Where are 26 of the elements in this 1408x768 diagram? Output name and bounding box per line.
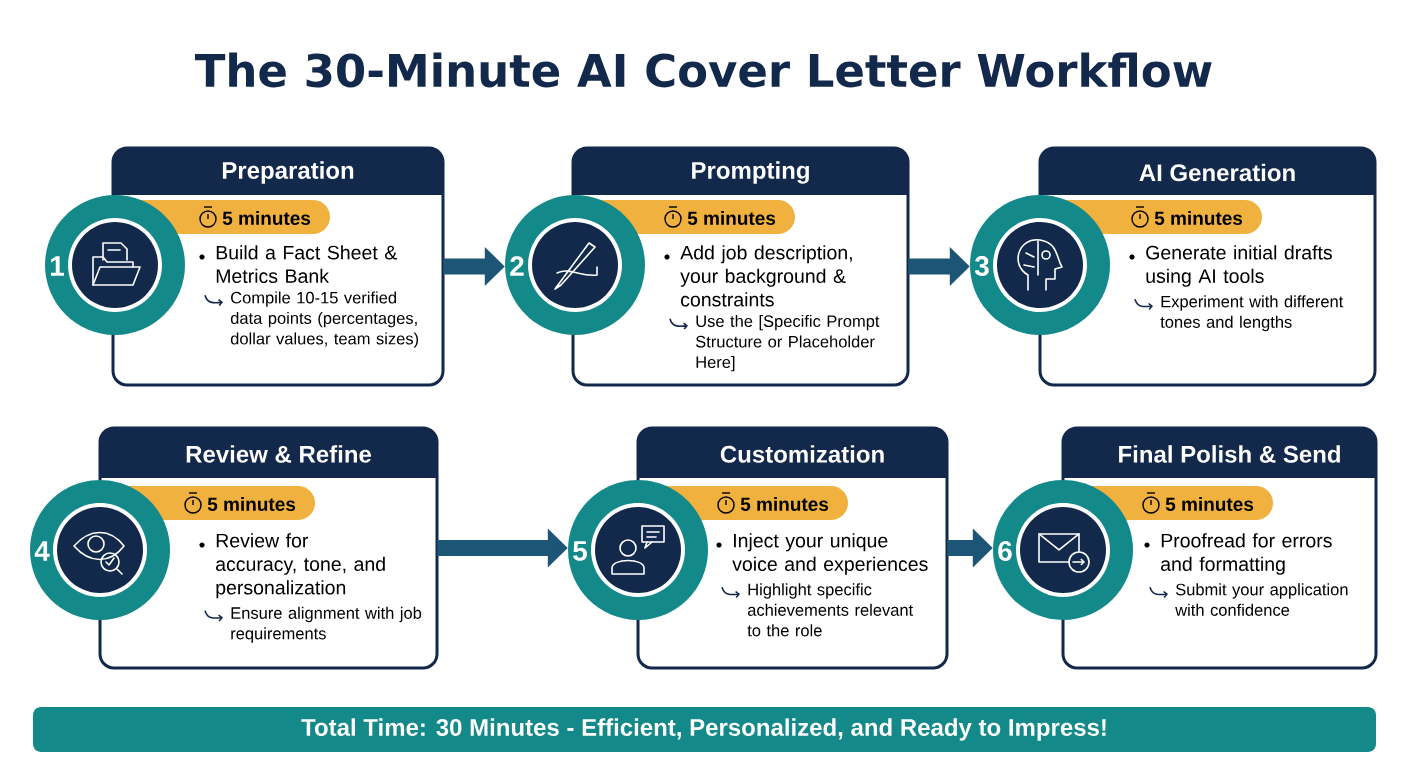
bullet-text: Build a Fact Sheet & Metrics Bank bbox=[216, 245, 397, 283]
step-number: 2 bbox=[510, 256, 524, 276]
sub-bullet-text: Highlight specific achievements relevant to the role bbox=[747, 583, 914, 637]
step-number: 4 bbox=[34, 541, 50, 561]
card-header: Review & Refine bbox=[100, 428, 437, 478]
step-number: 3 bbox=[974, 256, 989, 276]
step-number: 5 bbox=[573, 541, 587, 561]
card-header: AI Generation bbox=[1040, 148, 1375, 195]
card-header: Preparation bbox=[113, 148, 443, 195]
step-number: 6 bbox=[998, 541, 1012, 561]
summary-banner: Total Time: 30 Minutes - Efficient, Personalized, and Ready to Impress! bbox=[33, 707, 1376, 752]
bullet-text: Review for accuracy, tone, and personalization bbox=[216, 533, 385, 599]
card-header: Final Polish & Send bbox=[1063, 428, 1376, 478]
bullet-text: Add job description, your background & constraints bbox=[680, 245, 852, 307]
bullet-text: Inject your unique voice and experiences bbox=[732, 533, 928, 575]
step-number: 1 bbox=[51, 256, 64, 276]
sub-bullet-text: Experiment with different tones and lengths bbox=[1160, 295, 1344, 332]
title: The 30-Minute AI Cover Letter Workflow bbox=[194, 52, 1212, 88]
card-header: Prompting bbox=[573, 148, 908, 195]
sub-bullet-text: Compile 10-15 verified data points (percentages, dollar values, team sizes) bbox=[230, 291, 419, 348]
bullet-text: Proofread for errors and formatting bbox=[1161, 533, 1332, 575]
sub-bullet-text: Ensure alignment with job requirements bbox=[231, 606, 422, 643]
card-header: Customization bbox=[638, 428, 947, 478]
sub-bullet-text: Submit your application with confidence bbox=[1175, 583, 1348, 616]
sub-bullet-text: Use the [Specific Prompt Structure or Placeholder Here] bbox=[695, 314, 880, 372]
bullet-text: Generate initial drafts using AI tools bbox=[1146, 245, 1332, 287]
